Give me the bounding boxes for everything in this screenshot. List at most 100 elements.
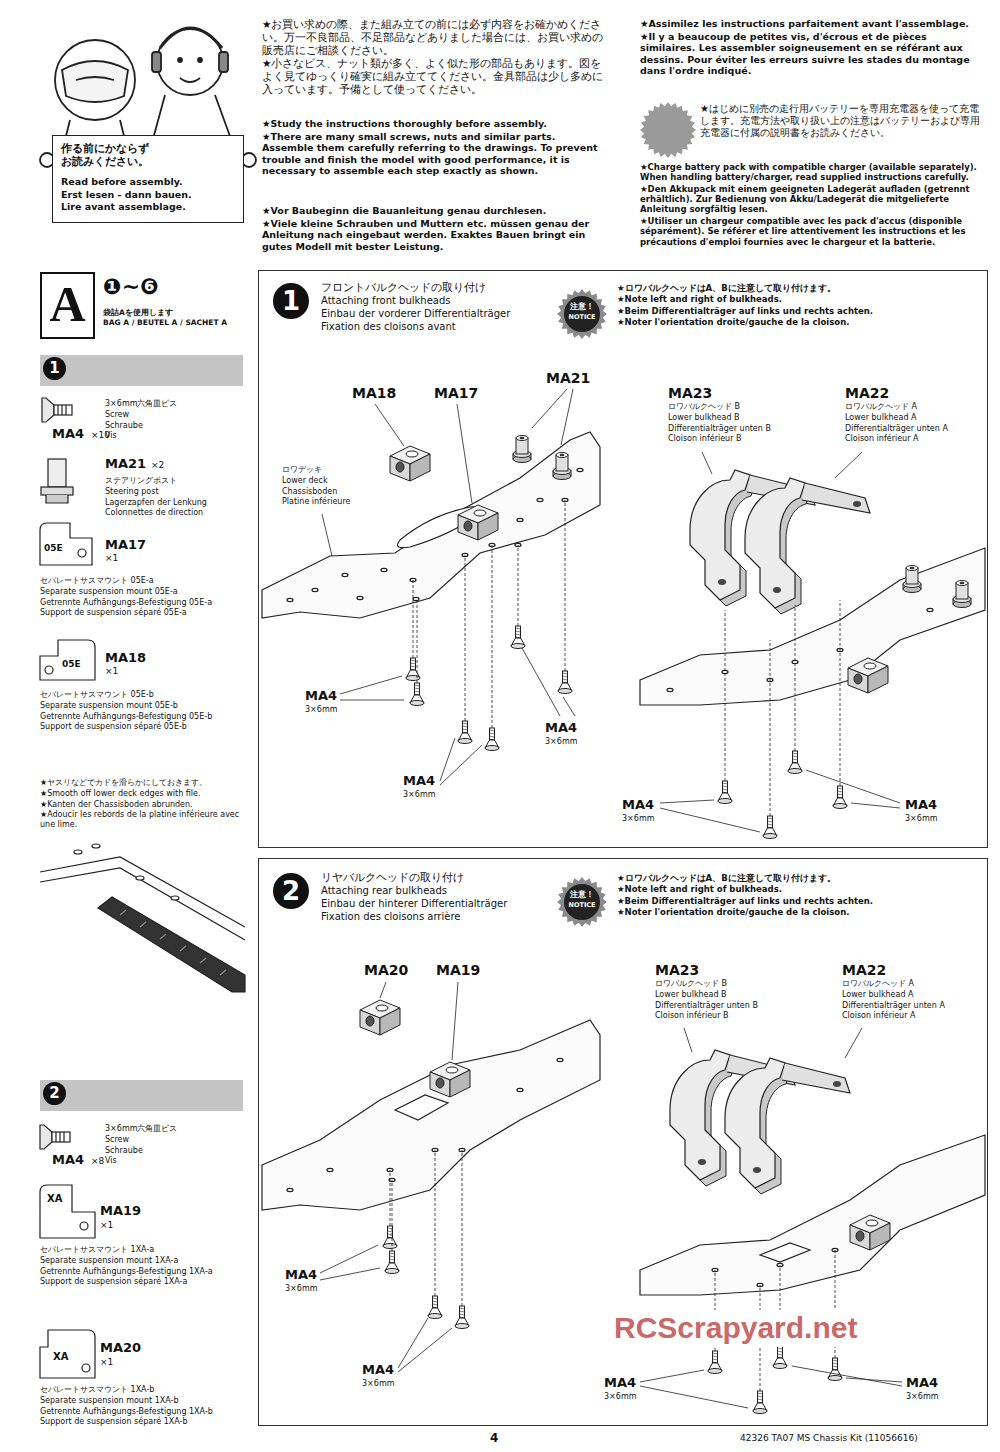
notice-badge: 注意！NOTICE [557, 289, 607, 339]
leader-line [398, 1318, 428, 1368]
part-name: Cloison inférieur B [655, 1011, 805, 1021]
sign-board: 作る前にかならず お読みください。Read before assembly.Er… [52, 135, 244, 223]
part-name: Support de suspension séparé 05E-b [40, 722, 245, 732]
instruction-note: ★お買い求めの際、また組み立ての前には必ず内容をお確かめください。万一不良部品、… [262, 18, 607, 56]
screw [406, 580, 420, 681]
file-illustration [40, 844, 245, 992]
instruction-note: ★There are many small screws, nuts and s… [262, 131, 607, 177]
assembly-note: ★Kanten der Chassisboden abrunden. [40, 800, 245, 810]
part-name: Chassisboden [282, 487, 392, 497]
notice-text: ★ロワバルクヘッドはA、Bに注意して取り付けます。 [617, 283, 985, 293]
part-name: Separate suspension mount 1XA-a [40, 1256, 245, 1266]
part-name: Differentialträger unten B [668, 424, 818, 434]
screw-callout: MA4 [905, 797, 955, 813]
part-name: Platine inférieure [282, 497, 392, 507]
screw [383, 1170, 397, 1249]
screw-callout: MA4 [906, 1375, 956, 1391]
screw [753, 1285, 767, 1414]
node-heading: 1 [43, 357, 66, 380]
node-heading: A [42, 274, 93, 335]
leader-line [845, 1028, 862, 1058]
part-number: MA18 [352, 385, 402, 402]
leader-line [340, 700, 404, 701]
node-heading: 1 [273, 283, 309, 319]
node-text: リヤバルクヘッドの取り付け [321, 871, 553, 884]
battery-note: ★Den Akkupack mit einem geeigneten Ladeg… [640, 184, 985, 215]
part-number: MA23 [655, 962, 705, 979]
assembly-note: ★ヤスリなどでカドを滑らかにしておきます。 [40, 778, 245, 788]
screw [718, 610, 732, 804]
leader-line [846, 1378, 902, 1382]
screw [763, 640, 777, 839]
bag-note: BAG A / BEUTEL A / SACHET A [103, 318, 248, 327]
parts [690, 470, 971, 693]
battery-note: ★Charge battery pack with compatible cha… [640, 162, 985, 183]
part-quantity: ×10 [91, 430, 121, 441]
part-name: Screw [105, 410, 245, 420]
parts [360, 1000, 470, 1097]
assembly-note: ★Smooth off lower deck edges with file. [40, 789, 245, 799]
node-text: Erst lesen - dann bauen. [61, 189, 239, 201]
part-name: Lower bulkhead A [845, 413, 985, 423]
screw [558, 500, 572, 694]
part-number: MA17 [105, 537, 149, 553]
battery-note: ★Utiliser un chargeur compatible avec le… [640, 216, 985, 247]
screw-callout: 3×6mm [906, 1392, 956, 1402]
parts [390, 436, 571, 541]
instruction-note: ★Viele kleine Schrauben und Muttern etc.… [262, 218, 607, 253]
part-name: ロワバルクヘッド A [842, 979, 982, 989]
screw-callout: MA4 [604, 1375, 654, 1391]
part-name: ステアリングポスト [105, 476, 245, 486]
part-name: Differentialträger unten B [655, 1001, 805, 1011]
leader-line [702, 452, 712, 474]
part-name: Vis [105, 1156, 245, 1166]
screw-callout: MA4 [622, 797, 672, 813]
instruction-note: ★小さなビス、ナット類が多く、よく似た形の部品もあります。図をよく見てゆっくり確… [262, 57, 607, 95]
part-name: Screw [105, 1135, 245, 1145]
part-name: Getrennte Aufhängungs-Befestigung 05E-a [40, 598, 245, 608]
node-heading: 注意！ [557, 302, 607, 312]
leader-line [851, 803, 900, 808]
screw [455, 1150, 469, 1329]
leader-line [440, 745, 482, 785]
battery-badge [640, 102, 696, 158]
part-icons [40, 398, 95, 1378]
step-panel: 注意！NOTICE1フロントバルクヘッドの取り付けAttaching front… [258, 270, 988, 848]
notice-text: ★ロワバルクヘッドはA、Bに注意して取り付けます。 [617, 873, 985, 883]
part-name: Schraube [105, 1146, 245, 1156]
part-number: MA19 [100, 1203, 144, 1219]
screw [833, 600, 847, 809]
leader-line [640, 1386, 748, 1408]
leader-line [532, 389, 567, 428]
part-number: MA22 [845, 385, 895, 402]
leader-line [440, 738, 455, 781]
part-quantity: ×2 [151, 460, 181, 471]
screw-callout: MA4 [285, 1267, 335, 1283]
leader-line [660, 808, 760, 832]
leader-line [398, 1328, 452, 1372]
part-name: ロワバルクヘッド A [845, 402, 985, 412]
leader-line [640, 1370, 704, 1382]
part-name: Separate suspension mount 05E-a [40, 587, 245, 597]
part-quantity: ×1 [105, 553, 135, 564]
screw [788, 605, 802, 774]
part-marking: 05E [62, 659, 90, 670]
screw [428, 1150, 442, 1319]
node-text: NOTICE [557, 902, 607, 910]
part-name: Getrennte Aufhängungs-Befestigung 05E-b [40, 712, 245, 722]
part-name: 3×6mm六角皿ビス [105, 1124, 245, 1134]
part-name: Getrennte Aufhängungs-Befestigung 1XA-b [40, 1407, 245, 1417]
part-number: MA17 [434, 385, 484, 402]
part-name: Lower bulkhead B [655, 990, 805, 1000]
lower-deck [262, 432, 600, 618]
part-name: Lower bulkhead A [842, 990, 982, 1000]
part-quantity: ×8 [91, 1156, 121, 1167]
bag-letter-box: A [40, 272, 95, 339]
instruction-note: ★Assimilez les instructions parfaitement… [640, 18, 985, 30]
watermark: RCScrapyard.net [612, 1310, 859, 1347]
part-name: ロワバルクヘッド B [668, 402, 818, 412]
node-text: Lire avant assemblage. [61, 201, 239, 213]
screw [458, 555, 472, 744]
part-name: Cloison inférieur A [842, 1011, 982, 1021]
part-name: Differentialträger unten A [842, 1001, 982, 1011]
